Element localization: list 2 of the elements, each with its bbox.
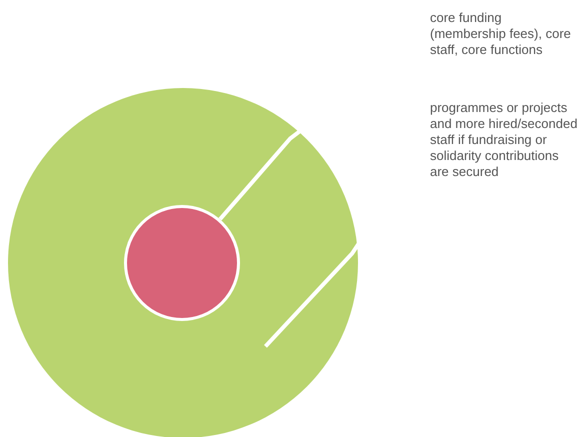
note-text: core funding (membership fees), core staff, core functions [430,10,580,58]
note-text: programmes or projects and more hired/seconded staff if fundraising or solidarity contributions are secured [430,100,580,180]
